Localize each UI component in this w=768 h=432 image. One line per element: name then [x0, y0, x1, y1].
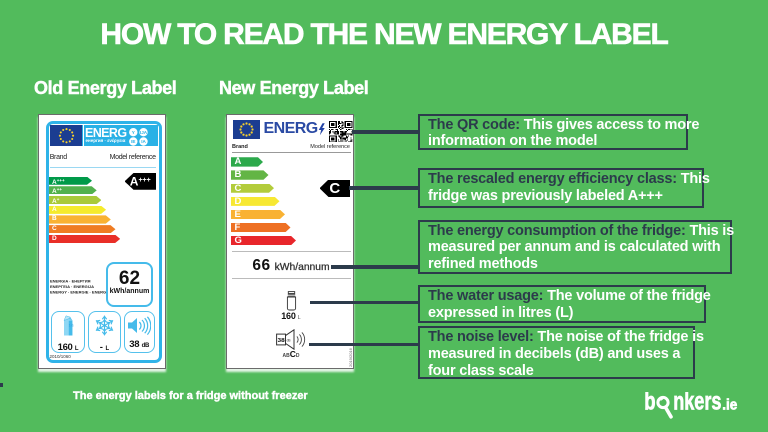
svg-text:dB: dB — [287, 338, 291, 342]
svg-text:IJA: IJA — [139, 129, 147, 134]
svg-text:IE: IE — [131, 139, 135, 144]
svg-text:IA: IA — [141, 139, 146, 144]
svg-text:Y: Y — [131, 129, 134, 134]
svg-text:nkers: nkers — [673, 392, 721, 416]
svg-text:38: 38 — [278, 338, 285, 344]
svg-text:.ie: .ie — [722, 397, 737, 414]
svg-text:1½: 1½ — [69, 324, 74, 328]
svg-text:b: b — [644, 392, 655, 416]
